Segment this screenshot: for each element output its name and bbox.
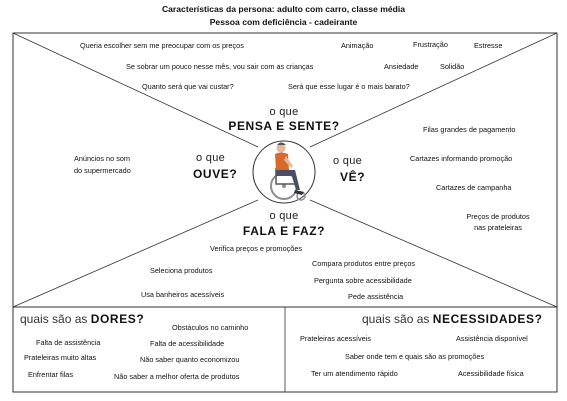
see-note: Cartazes informando promoção bbox=[410, 154, 513, 163]
do-small-label: o que bbox=[269, 210, 299, 222]
need-note: Prateleiras acessíveis bbox=[300, 334, 371, 343]
think-note: Animação bbox=[341, 41, 374, 50]
pain-note: Obstáculos no caminho bbox=[172, 323, 249, 332]
do-note: Usa banheiros acessíveis bbox=[141, 290, 225, 299]
do-note: Seleciona produtos bbox=[150, 266, 213, 275]
think-note: Quanto será que vai custar? bbox=[142, 82, 234, 91]
do-note: Pergunta sobre acessibilidade bbox=[314, 276, 412, 285]
do-note: Pede assistência bbox=[348, 292, 404, 301]
think-note: Ansiedade bbox=[384, 62, 419, 71]
pains-heading-keyword: DORES? bbox=[90, 312, 145, 326]
pain-note: Enfrentar filas bbox=[28, 370, 74, 379]
see-note: Cartazes de campanha bbox=[436, 183, 512, 192]
think-note: Se sobrar um pouco nesse mês, vou sair c… bbox=[126, 62, 314, 71]
do-heading: FALA E FAZ? bbox=[242, 224, 326, 238]
see-small-label: o que bbox=[333, 155, 363, 167]
pain-note: Não saber quanto economizou bbox=[140, 355, 240, 364]
pain-note: Falta de assistência bbox=[36, 338, 101, 347]
see-heading: VÊ? bbox=[340, 170, 366, 184]
need-note: Assistência disponível bbox=[456, 334, 528, 343]
think-note: Solidão bbox=[440, 62, 465, 71]
diagonal-top-right bbox=[309, 32, 558, 148]
pains-heading-prefix: quais são as bbox=[20, 312, 88, 326]
see-note: nas prateleiras bbox=[474, 223, 522, 232]
think-note: Queria escolher sem me preocupar com os … bbox=[80, 41, 244, 50]
needs-heading-keyword: NECESSIDADES? bbox=[432, 312, 543, 326]
do-note: Compara produtos entre preços bbox=[312, 259, 416, 268]
think-note: Estresse bbox=[474, 41, 503, 50]
diagonal-top-left bbox=[12, 32, 259, 148]
pains-heading: quais são as DORES? bbox=[20, 312, 144, 326]
pain-note: Falta de acessibilidade bbox=[150, 339, 225, 348]
needs-heading: quais são as NECESSIDADES? bbox=[362, 312, 543, 326]
do-note: Verifica preços e promoções bbox=[210, 244, 303, 253]
need-note: Acessibilidade física bbox=[458, 369, 524, 378]
think-note: Será que esse lugar é o mais barato? bbox=[288, 82, 410, 91]
hear-heading: OUVE? bbox=[193, 167, 238, 181]
needs-heading-prefix: quais são as bbox=[362, 312, 430, 326]
hear-note: do supermercado bbox=[74, 166, 131, 175]
pain-note: Não saber a melhor oferta de produtos bbox=[114, 372, 240, 381]
persona-title: Características da persona: adulto com c… bbox=[161, 4, 406, 14]
hear-note: Anúncios no som bbox=[74, 154, 130, 163]
think-heading: PENSA E SENTE? bbox=[228, 119, 340, 133]
pain-note: Prateleiras muito altas bbox=[24, 353, 97, 362]
wheelchair-person-icon bbox=[270, 142, 306, 201]
think-small-label: o que bbox=[269, 106, 299, 118]
see-note: Filas grandes de pagamento bbox=[423, 125, 516, 134]
need-note: Saber onde tem e quais são as promoções bbox=[345, 352, 485, 361]
persona-subtitle: Pessoa com deficiência - cadeirante bbox=[209, 17, 358, 27]
think-note: Frustração bbox=[413, 40, 448, 49]
see-note: Preços de produtos bbox=[466, 212, 530, 221]
diagonal-bottom-right bbox=[309, 199, 558, 308]
need-note: Ter um atendimento rápido bbox=[311, 369, 398, 378]
diagonal-bottom-left bbox=[12, 199, 259, 308]
hear-small-label: o que bbox=[196, 152, 226, 164]
